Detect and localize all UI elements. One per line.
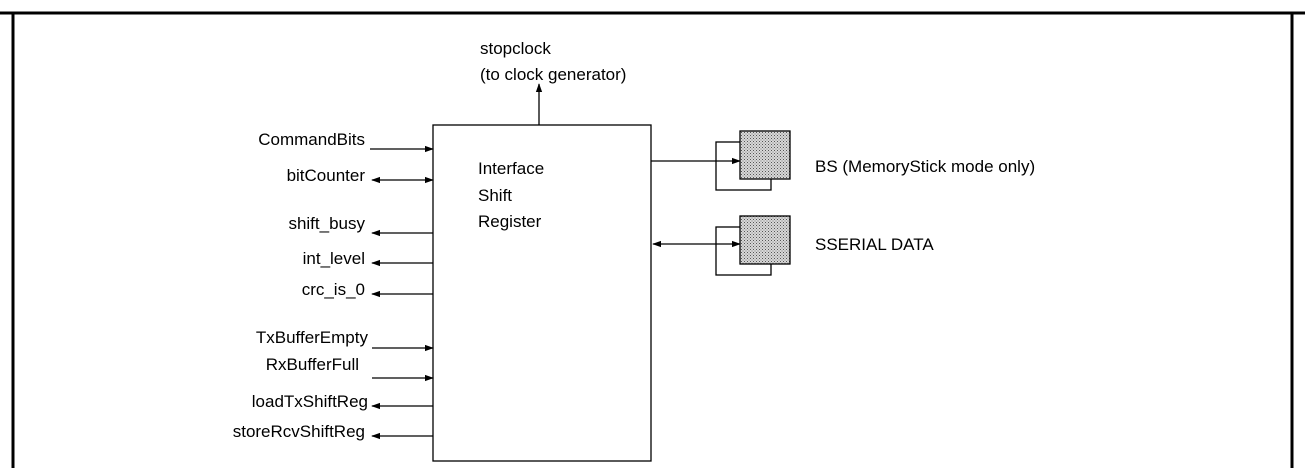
signal-commandbits: CommandBits bbox=[258, 130, 434, 153]
signal-txbufferempty: TxBufferEmpty bbox=[256, 328, 434, 352]
signal-label-bitcounter: bitCounter bbox=[287, 166, 366, 185]
stopclock-label: stopclock bbox=[480, 39, 551, 58]
signal-bitcounter: bitCounter bbox=[287, 166, 434, 185]
pin-bs: BS (MemoryStick mode only) bbox=[651, 130, 1035, 191]
signal-label-loadtxshiftreg: loadTxShiftReg bbox=[252, 392, 368, 411]
signal-shift-busy: shift_busy bbox=[288, 214, 433, 237]
pin-serial-data-pad bbox=[739, 215, 791, 265]
pin-serial-data-label: SSERIAL DATA bbox=[815, 235, 934, 254]
signal-label-commandbits: CommandBits bbox=[258, 130, 365, 149]
signal-label-crc-is-0: crc_is_0 bbox=[302, 280, 365, 299]
signal-storercvshiftreg: storeRcvShiftReg bbox=[233, 422, 433, 441]
signal-label-int-level: int_level bbox=[303, 249, 365, 268]
pin-serial-data: SSERIAL DATA bbox=[652, 215, 934, 276]
pin-bs-pad bbox=[739, 130, 791, 180]
shift-register-block bbox=[432, 124, 652, 462]
signal-label-storercvshiftreg: storeRcvShiftReg bbox=[233, 422, 365, 441]
signal-label-rxbufferfull: RxBufferFull bbox=[266, 355, 359, 374]
block-label-line3: Register bbox=[478, 212, 542, 231]
signal-rxbufferfull: RxBufferFull bbox=[266, 355, 434, 382]
signal-loadtxshiftreg: loadTxShiftReg bbox=[252, 392, 433, 411]
signal-label-shift-busy: shift_busy bbox=[288, 214, 365, 233]
signal-int-level: int_level bbox=[303, 249, 433, 268]
block-label-line2: Shift bbox=[478, 186, 512, 205]
signal-crc-is-0: crc_is_0 bbox=[302, 280, 433, 299]
signal-label-txbufferempty: TxBufferEmpty bbox=[256, 328, 369, 347]
pin-bs-label: BS (MemoryStick mode only) bbox=[815, 157, 1035, 176]
block-label-line1: Interface bbox=[478, 159, 544, 178]
stopclock-sublabel: (to clock generator) bbox=[480, 65, 626, 84]
